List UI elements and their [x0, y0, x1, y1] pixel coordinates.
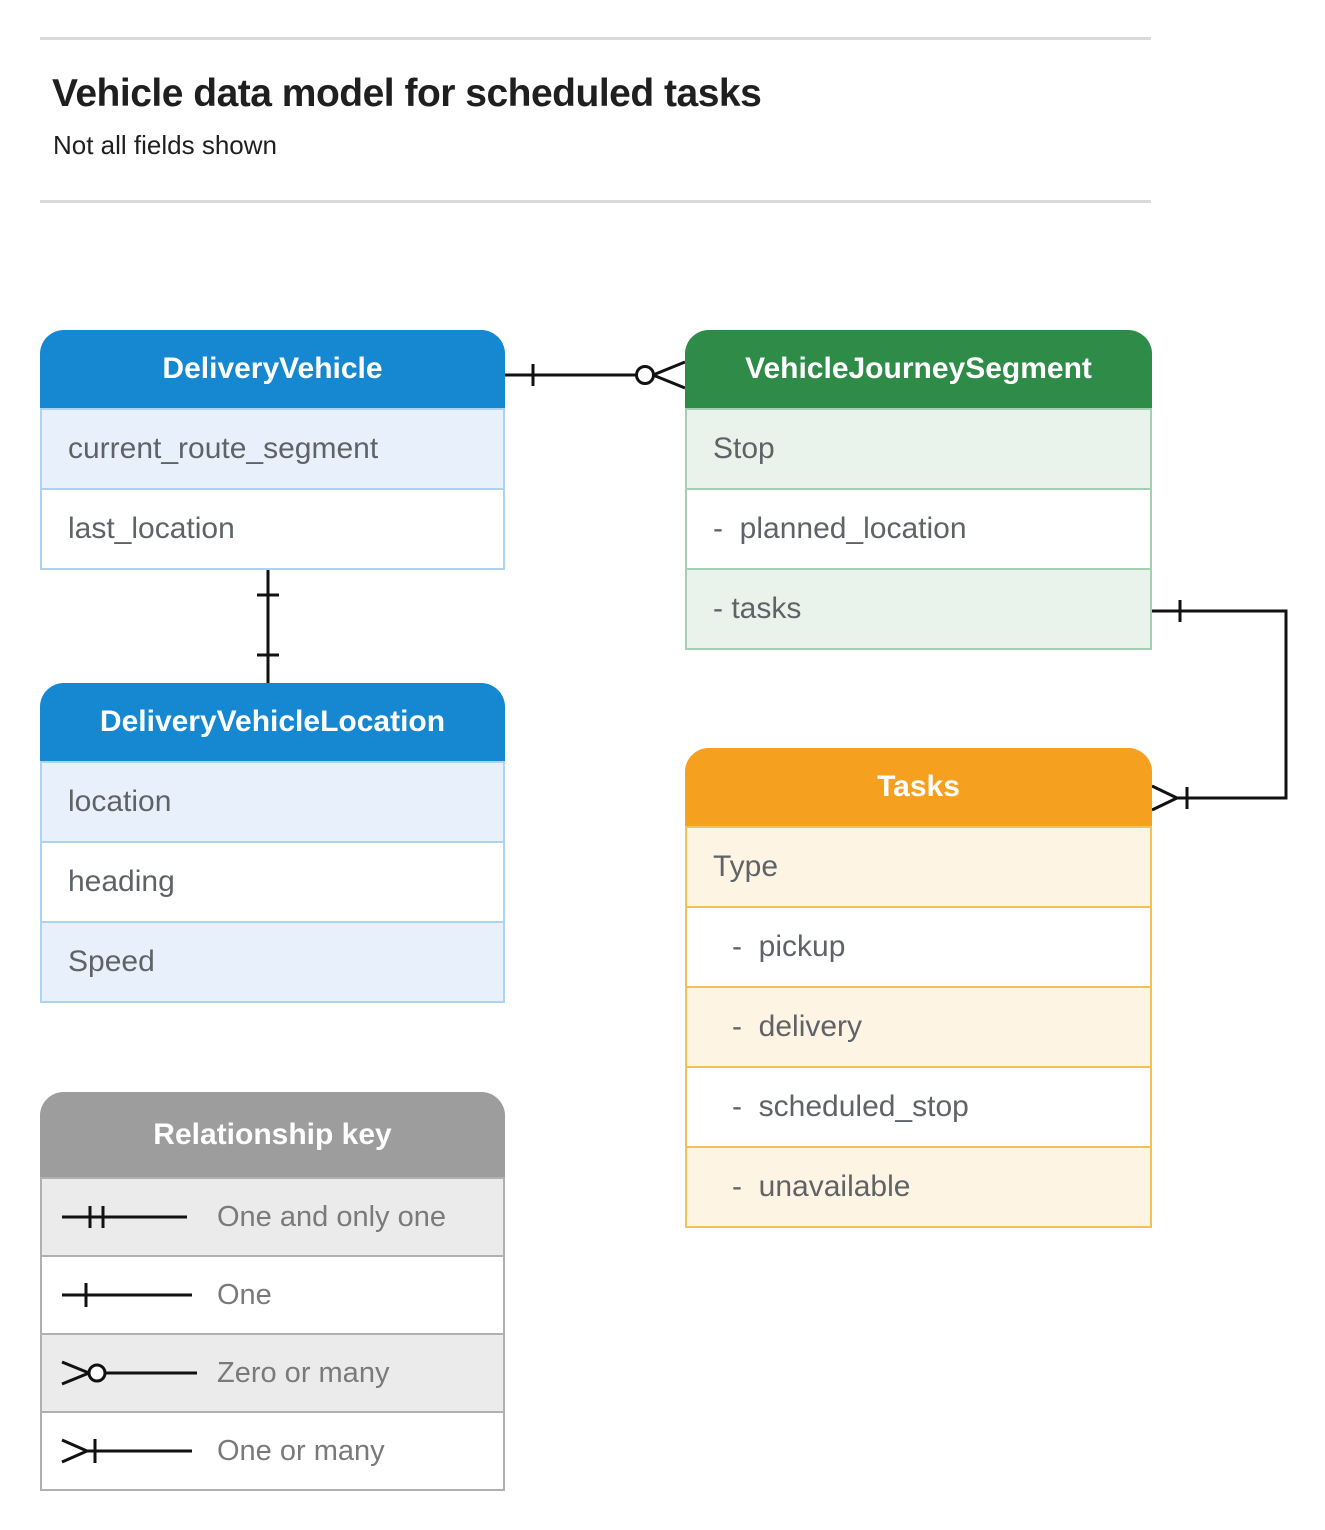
entity-delivery-vehicle-title: DeliveryVehicle	[40, 330, 505, 408]
entity-vehicle-journey-segment: VehicleJourneySegment Stop - planned_loc…	[685, 330, 1152, 650]
zero-circle	[635, 365, 655, 385]
legend-label: One	[217, 1278, 272, 1311]
legend-item-one-and-only-one: One and only one	[42, 1177, 503, 1255]
one-icon	[62, 1283, 192, 1307]
field-location: location	[42, 761, 503, 841]
field-type: Type	[687, 826, 1150, 906]
relationship-key-title: Relationship key	[40, 1092, 505, 1177]
connector-vehiclejourneysegment-tasks	[1151, 600, 1288, 812]
legend-label: One and only one	[217, 1200, 446, 1233]
legend-label: Zero or many	[217, 1356, 390, 1389]
entity-delivery-vehicle-location-title: DeliveryVehicleLocation	[40, 683, 505, 761]
field-last-location: last_location	[42, 488, 503, 568]
field-tasks: - tasks	[687, 568, 1150, 648]
entity-tasks: Tasks Type - pickup - delivery - schedul…	[685, 748, 1152, 1228]
field-scheduled-stop: - scheduled_stop	[687, 1066, 1150, 1146]
entity-delivery-vehicle-location: DeliveryVehicleLocation location heading…	[40, 683, 505, 1003]
zero-or-many-icon	[61, 1360, 197, 1386]
field-delivery: - delivery	[687, 986, 1150, 1066]
page-subtitle: Not all fields shown	[53, 130, 277, 160]
entity-tasks-title: Tasks	[685, 748, 1152, 826]
one-or-many-icon	[61, 1438, 192, 1464]
crow-foot	[1151, 784, 1178, 812]
legend-item-one-or-many: One or many	[42, 1411, 503, 1489]
page-title: Vehicle data model for scheduled tasks	[52, 72, 762, 115]
field-pickup: - pickup	[687, 906, 1150, 986]
field-heading: heading	[42, 841, 503, 921]
divider-top	[40, 37, 1151, 40]
connector-deliveryvehicle-vehiclejourneysegment	[505, 360, 686, 390]
legend-label: One or many	[217, 1434, 385, 1467]
field-current-route-segment: current_route_segment	[42, 408, 503, 488]
legend-item-one: One	[42, 1255, 503, 1333]
entity-vehicle-journey-segment-title: VehicleJourneySegment	[685, 330, 1152, 408]
relationship-key: Relationship key One and only one One Ze	[40, 1092, 505, 1491]
field-speed: Speed	[42, 921, 503, 1001]
divider-bottom	[40, 200, 1151, 203]
field-planned-location: - planned_location	[687, 488, 1150, 568]
legend-item-zero-or-many: Zero or many	[42, 1333, 503, 1411]
field-unavailable: - unavailable	[687, 1146, 1150, 1226]
connector-deliveryvehicle-deliveryvehiclelocation	[257, 568, 279, 683]
field-stop: Stop	[687, 408, 1150, 488]
crow-foot	[652, 360, 686, 390]
one-and-only-one-icon	[62, 1206, 187, 1228]
entity-delivery-vehicle: DeliveryVehicle current_route_segment la…	[40, 330, 505, 570]
